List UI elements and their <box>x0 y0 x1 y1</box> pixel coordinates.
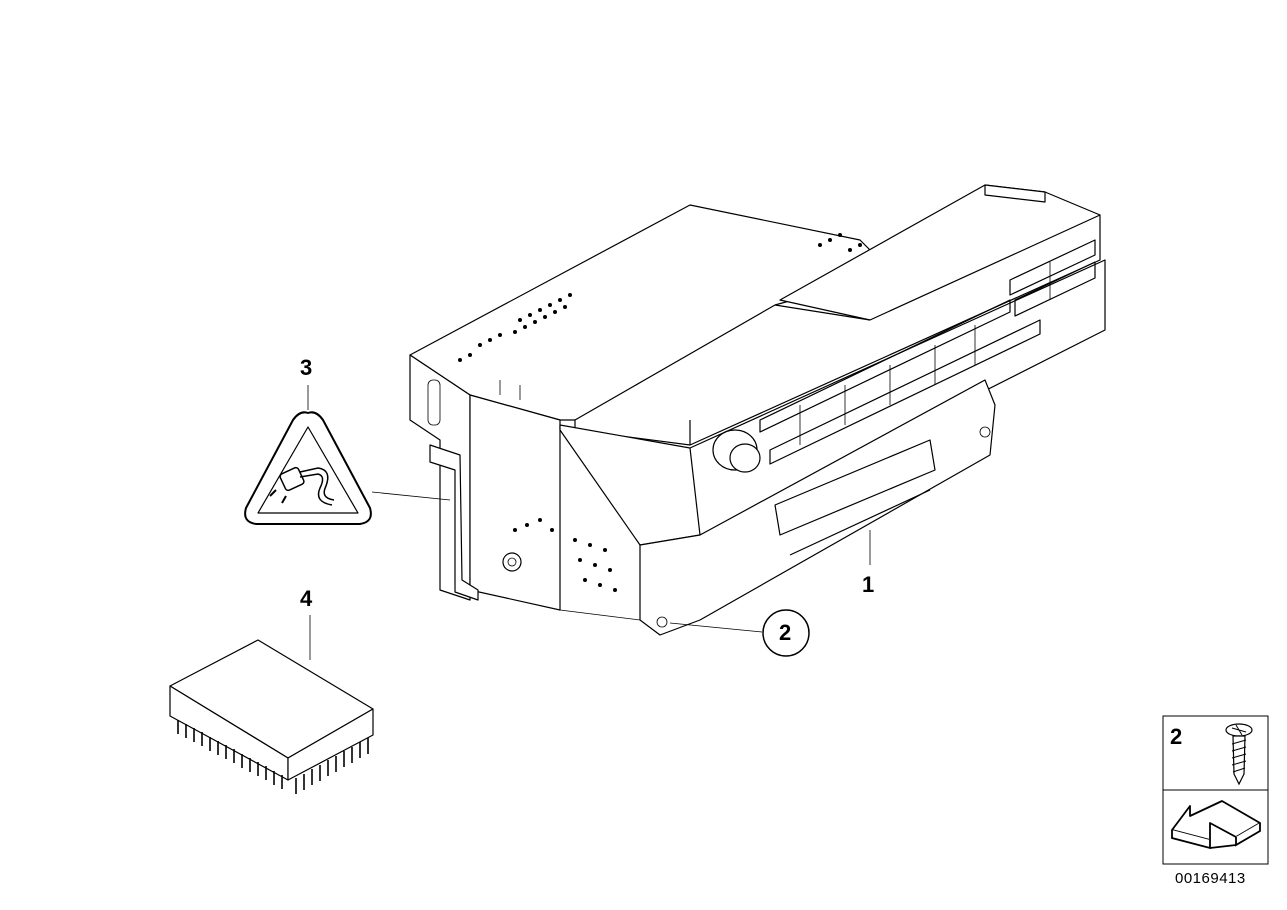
legend-box <box>1162 715 1269 865</box>
callout-part-1: 1 <box>862 572 875 597</box>
warning-label-triangle[interactable] <box>244 411 372 525</box>
callout-part-4: 4 <box>300 586 313 611</box>
callout-part-2: 2 <box>779 620 792 645</box>
direction-arrow-icon <box>1171 800 1261 850</box>
plug-icon <box>269 466 335 506</box>
screw-icon <box>1225 723 1253 786</box>
legend-part-number: 2 <box>1170 724 1183 749</box>
module-block[interactable] <box>169 639 374 794</box>
callout-2-circle <box>762 609 810 657</box>
callout-part-3: 3 <box>300 355 313 380</box>
head-unit-assembly[interactable] <box>409 184 1106 636</box>
diagram-number: 00169413 <box>1175 870 1246 887</box>
